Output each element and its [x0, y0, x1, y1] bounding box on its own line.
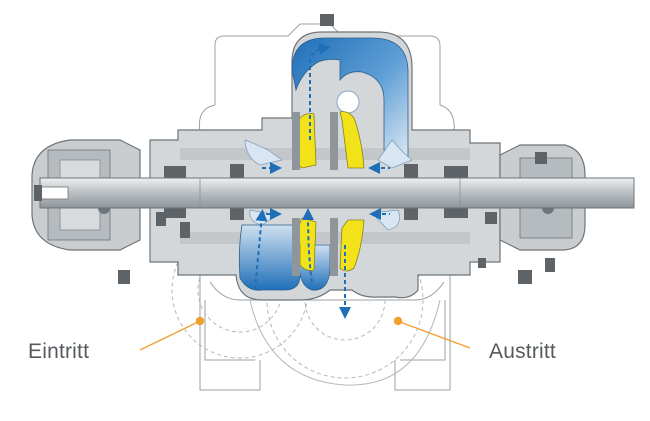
impeller-stage-2 — [339, 111, 365, 272]
outlet-label: Austritt — [489, 340, 556, 363]
flow-arrow-icon — [254, 42, 390, 319]
inlet-label: Eintritt — [28, 340, 90, 363]
discharge-volute — [291, 37, 409, 161]
bolt-icon — [34, 14, 555, 284]
suction-chamber — [238, 224, 301, 291]
callout-leaders — [139, 316, 471, 351]
pump-shaft — [39, 177, 635, 209]
